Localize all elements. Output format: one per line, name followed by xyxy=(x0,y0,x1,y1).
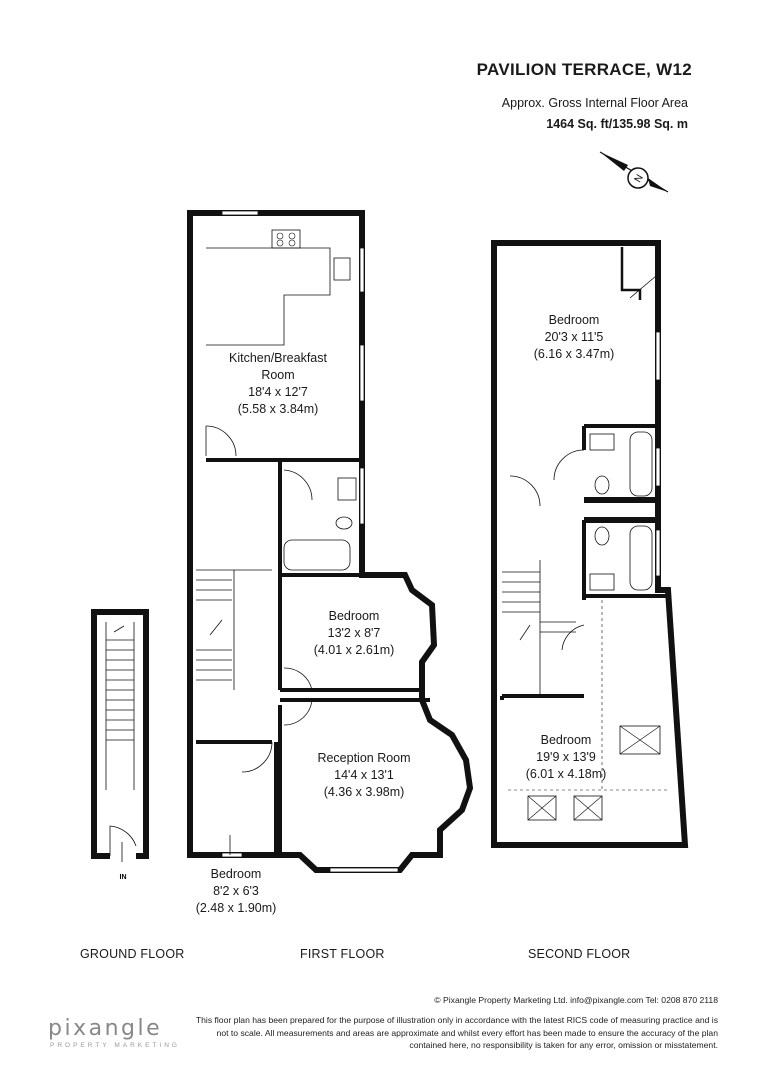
ground-floor-plan xyxy=(91,609,149,862)
room-label-bedroom-top: Bedroom 20'3 x 11'5 (6.16 x 3.47m) xyxy=(533,313,615,361)
property-title: PAVILION TERRACE, W12 xyxy=(476,60,692,79)
entrance-label: IN xyxy=(120,874,127,881)
compass-letter: N xyxy=(633,173,646,185)
brand-tagline: PROPERTY MARKETING xyxy=(50,1042,180,1049)
floor-label-second: SECOND FLOOR xyxy=(528,947,631,961)
footer-credit: © Pixangle Property Marketing Ltd. info@… xyxy=(434,995,718,1005)
floor-label-first: FIRST FLOOR xyxy=(300,947,385,961)
room-label-bedroom-first: Bedroom 13'2 x 8'7 (4.01 x 2.61m) xyxy=(313,609,395,657)
floor-label-ground: GROUND FLOOR xyxy=(80,947,185,961)
compass-icon: N xyxy=(599,151,669,193)
first-floor-plan xyxy=(187,210,474,873)
floor-area-caption: Approx. Gross Internal Floor Area xyxy=(501,96,688,110)
footer-disclaimer: This floor plan has been prepared for th… xyxy=(195,1015,718,1050)
room-label-bedroom-bottom: Bedroom 19'9 x 13'9 (6.01 x 4.18m) xyxy=(525,733,607,781)
second-floor-plan xyxy=(491,240,689,848)
floor-area-value: 1464 Sq. ft/135.98 Sq. m xyxy=(546,117,688,131)
room-label-kitchen: Kitchen/Breakfast Room 18'4 x 12'7 (5.58… xyxy=(229,351,327,416)
brand-logo: pixangle xyxy=(48,1016,163,1041)
room-label-bedroom-small: Bedroom 8'2 x 6'3 (2.48 x 1.90m) xyxy=(195,867,277,915)
room-label-reception: Reception Room 14'4 x 13'1 (4.36 x 3.98m… xyxy=(317,751,411,799)
